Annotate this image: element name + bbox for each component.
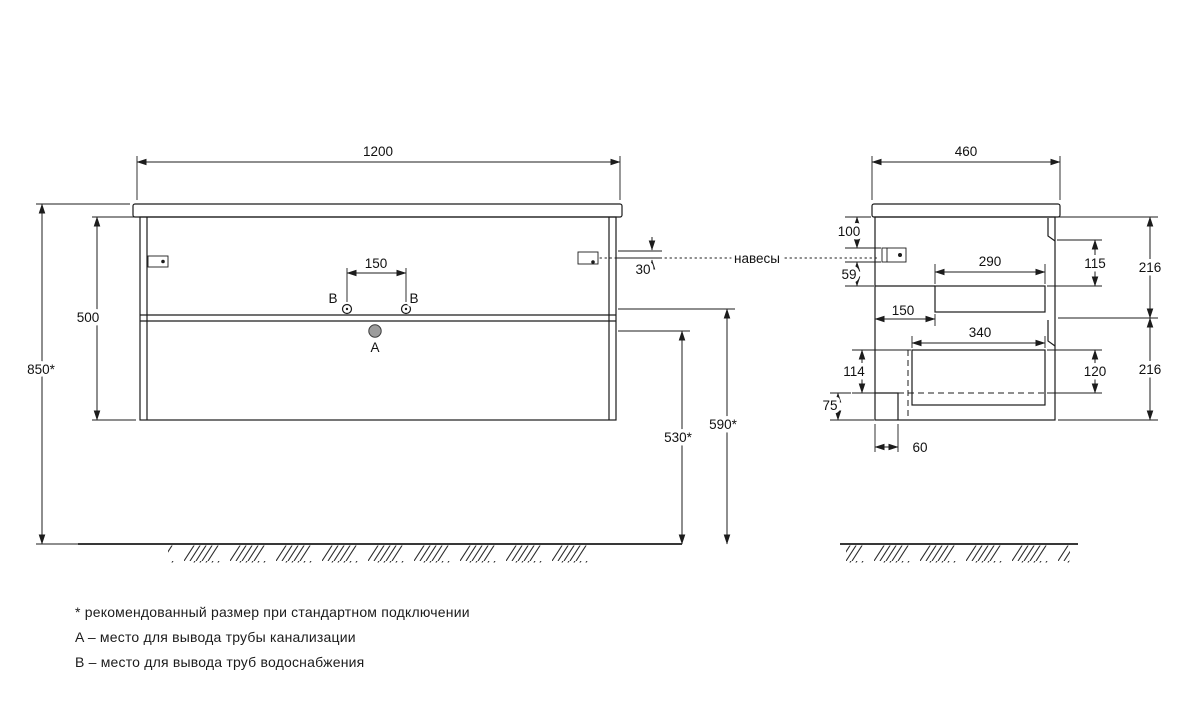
- label-a: A: [370, 340, 379, 355]
- front-view: 1200 500 850* 150 B B A 30 навесы 530* 5…: [24, 144, 881, 545]
- side-bottom-drawer-front-edge: [1047, 320, 1056, 347]
- dim-front-height-lines: [92, 216, 136, 421]
- side-plinth-step: [875, 392, 899, 420]
- front-countertop: [132, 203, 623, 218]
- dim-side-slide-depth-lines: [874, 314, 936, 326]
- point-b-right-marker: [400, 303, 412, 315]
- dim-side-bottom-drawer-depth-lines: [911, 336, 1046, 348]
- dim-side-bottom-inner: 114: [843, 364, 865, 379]
- label-b-left: B: [328, 291, 337, 306]
- dim-front-supply-height: 590*: [709, 417, 738, 432]
- footnote-point-b: B – место для вывода труб водоснабжения: [75, 654, 365, 670]
- dim-side-top-section: 216: [1139, 260, 1162, 275]
- ground-hatching-left: [168, 545, 598, 563]
- dim-side-bottom-drawer-front: 120: [1084, 364, 1107, 379]
- dim-side-depth: 460: [955, 144, 978, 159]
- dim-side-bottom-drawer-depth: 340: [969, 325, 992, 340]
- point-a-marker: [368, 324, 382, 338]
- dim-side-toe-kick: 60: [912, 440, 927, 455]
- dim-side-toe-kick-lines: [874, 424, 899, 452]
- dim-front-width-lines: [136, 156, 621, 200]
- ground-hatching-right: [846, 545, 1070, 563]
- dim-front-width: 1200: [363, 144, 393, 159]
- dim-side-plinth: 75: [822, 398, 837, 413]
- dim-side-depth-lines: [871, 156, 1061, 200]
- dim-front-b-span-lines: [346, 268, 407, 302]
- dim-front-total-height: 850*: [27, 362, 56, 377]
- side-hanger-icon: [881, 247, 907, 263]
- side-countertop: [871, 203, 1061, 218]
- dim-front-total-height-lines: [36, 203, 130, 545]
- dim-side-top-drawer-front: 115: [1084, 256, 1106, 271]
- dim-side-hanger-top: 100: [838, 224, 861, 239]
- side-top-drawer-box: [934, 285, 1046, 313]
- dim-side-bottom-inner-lines: [852, 349, 911, 394]
- dim-side-hanger-gap: 59: [841, 267, 856, 282]
- footnotes: * рекомендованный размер при стандартном…: [75, 600, 470, 675]
- dim-side-hanger-gap-lines: [845, 261, 881, 287]
- label-b-right: B: [409, 291, 418, 306]
- dim-side-bottom-section: 216: [1139, 362, 1162, 377]
- label-hangers: навесы: [734, 251, 780, 266]
- point-b-left-marker: [341, 303, 353, 315]
- dim-front-drain-height-lines: [618, 330, 690, 545]
- side-top-drawer-front-edge: [1047, 218, 1056, 242]
- dim-front-supply-height-lines: [618, 308, 735, 545]
- footnote-recommended-size: * рекомендованный размер при стандартном…: [75, 604, 470, 620]
- front-cabinet-body: [139, 216, 617, 421]
- front-hanger-right-icon: [577, 251, 599, 265]
- side-bottom-drawer-box: [911, 349, 1046, 406]
- dim-front-drain-height: 530*: [664, 430, 693, 445]
- dim-side-top-section-lines: [1058, 216, 1158, 319]
- front-hanger-left-icon: [147, 255, 169, 268]
- dim-side-slide-depth: 150: [892, 303, 915, 318]
- dim-front-b-span: 150: [365, 256, 388, 271]
- front-cabinet: [132, 203, 623, 421]
- dim-front-height: 500: [77, 310, 100, 325]
- dim-side-plinth-lines: [830, 392, 874, 421]
- footnote-point-a: A – место для вывода трубы канализации: [75, 629, 356, 645]
- dim-front-hanger-gap-lines: [616, 237, 662, 273]
- dim-side-top-drawer-depth-lines: [934, 264, 1046, 284]
- side-view: 460 100 59 150 290 115 216 340 114 75 12…: [819, 144, 1165, 459]
- dim-side-hanger-top-lines: [845, 216, 881, 249]
- ground: [78, 543, 1078, 563]
- dim-front-hanger-gap: 30: [635, 262, 650, 277]
- dim-side-bottom-drawer-front-lines: [1047, 349, 1102, 394]
- dim-side-bottom-section-lines: [1058, 317, 1158, 421]
- dim-side-top-drawer-front-lines: [1047, 239, 1102, 287]
- dim-side-top-drawer-depth: 290: [979, 254, 1002, 269]
